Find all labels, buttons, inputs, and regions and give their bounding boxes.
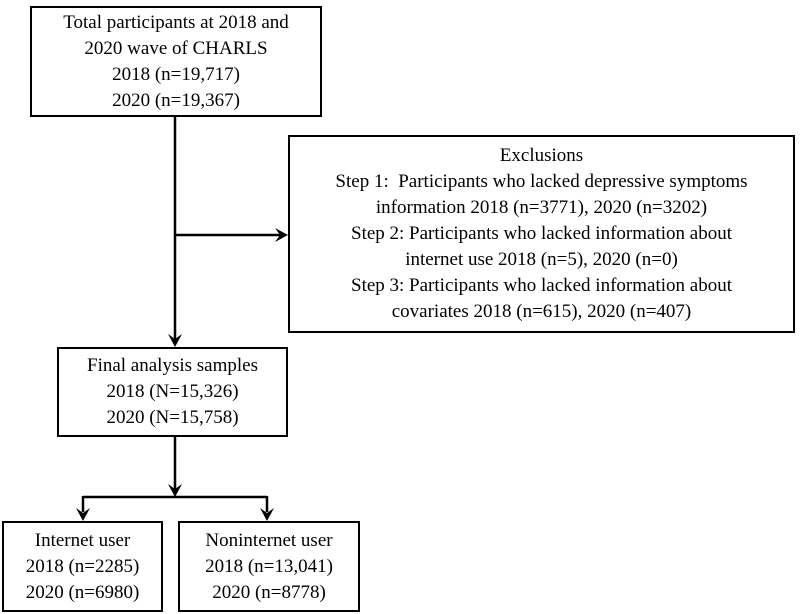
box-total-participants: Total participants at 2018 and 2020 wave… (30, 6, 322, 117)
noninternet-count-2020: 2020 (n=8778) (212, 581, 326, 603)
final-title: Final analysis samples (87, 355, 258, 376)
arrowhead-into-internet-box-icon (76, 508, 90, 521)
arrowhead-into-noninternet-box-icon (260, 508, 274, 521)
box-internet-user: Internet user 2018 (n=2285) 2020 (n=6980… (2, 521, 163, 612)
arrowhead-into-final-box-icon (168, 334, 182, 347)
total-count-2018: 2018 (n=19,717) (112, 63, 240, 85)
exclusions-step2-line-2: internet use 2018 (n=5), 2020 (n=0) (405, 249, 678, 270)
exclusions-step1-line-2: information 2018 (n=3771), 2020 (n=3202) (375, 197, 708, 218)
exclusions-step2-line-1: Step 2: Participants who lacked informat… (351, 223, 732, 244)
box-final-analysis-samples: Final analysis samples 2018 (N=15,326) 2… (57, 347, 288, 437)
total-count-2020: 2020 (n=19,367) (112, 89, 240, 111)
noninternet-title: Noninternet user (205, 529, 333, 551)
box-noninternet-user: Noninternet user 2018 (n=13,041) 2020 (n… (178, 521, 360, 612)
internet-count-2020: 2020 (n=6980) (25, 581, 140, 603)
final-count-2018: 2018 (N=15,326) (106, 381, 239, 402)
exclusions-step1-line-1: Step 1: Participants who lacked depressi… (335, 171, 748, 192)
arrowhead-into-split-bar-icon (168, 484, 182, 497)
total-line-2: 2020 wave of CHARLS (84, 37, 268, 59)
noninternet-count-2018: 2018 (n=13,041) (205, 555, 333, 577)
internet-count-2018: 2018 (n=2285) (25, 555, 140, 577)
final-count-2020: 2020 (N=15,758) (106, 407, 239, 428)
total-line-1: Total participants at 2018 and (63, 11, 289, 33)
internet-title: Internet user (34, 529, 131, 551)
exclusions-step3-line-1: Step 3: Participants who lacked informat… (351, 275, 732, 296)
arrowhead-into-exclusions-box-icon (275, 228, 288, 242)
exclusions-title: Exclusions (499, 145, 584, 166)
box-exclusions: Exclusions Step 1: Participants who lack… (288, 135, 795, 333)
exclusions-step3-line-2: covariates 2018 (n=615), 2020 (n=407) (391, 301, 692, 322)
